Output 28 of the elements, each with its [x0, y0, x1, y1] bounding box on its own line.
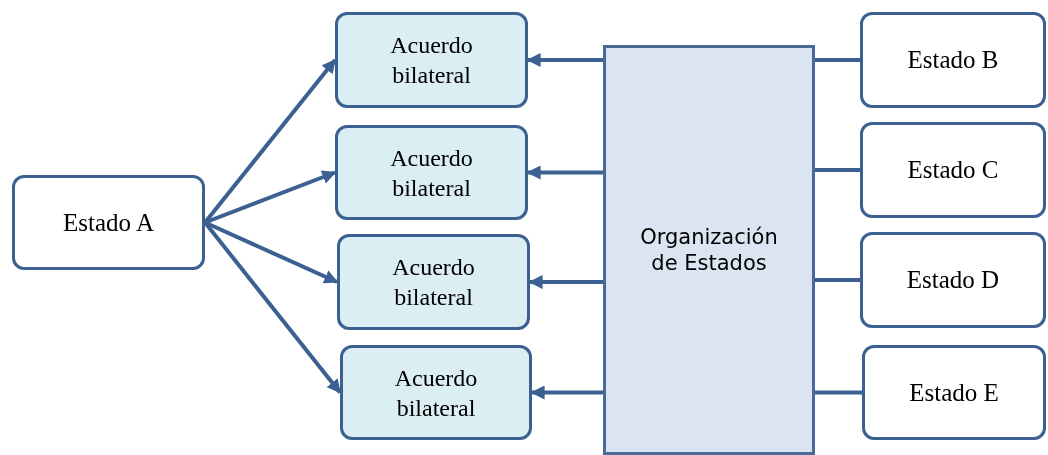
state-box [862, 345, 1046, 440]
connector-line [815, 168, 860, 172]
arrow [530, 385, 603, 400]
agreement-box [335, 125, 528, 220]
arrow [526, 53, 603, 67]
node-label: Acuerdo bilateral [391, 253, 476, 312]
connector-line [815, 390, 862, 395]
node-label: Estado C [907, 155, 999, 186]
state-box [860, 122, 1046, 218]
state-box [12, 175, 205, 270]
connector-line [815, 58, 860, 62]
state-box [860, 232, 1046, 328]
organization-box [603, 45, 815, 455]
state-box [860, 12, 1046, 108]
arrow [526, 165, 603, 180]
node-label: Estado B [907, 45, 999, 76]
node-label: Estado E [909, 377, 999, 408]
arrow [528, 275, 603, 289]
agreement-box [340, 345, 532, 440]
node-label: Acuerdo bilateral [389, 31, 474, 90]
node-label: Acuerdo bilateral [393, 363, 479, 423]
node-label: Organización de Estados [639, 223, 779, 277]
agreement-box [335, 12, 528, 108]
connector-line [815, 278, 860, 282]
node-label: Acuerdo bilateral [389, 143, 474, 203]
agreement-box [337, 234, 530, 330]
node-label: Estado D [906, 265, 1000, 296]
node-label: Estado A [63, 207, 154, 238]
